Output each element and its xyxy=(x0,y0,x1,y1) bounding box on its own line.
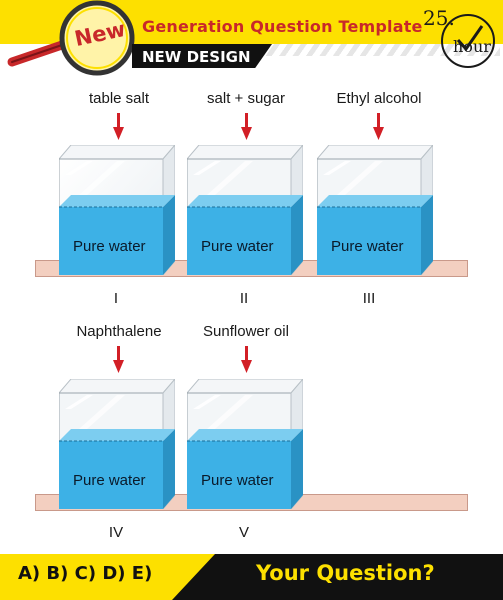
arrow-down-icon xyxy=(373,113,384,140)
tank-number: V xyxy=(238,524,250,541)
template-title: Generation Question Template xyxy=(142,17,423,36)
arrow-down-icon xyxy=(113,113,124,140)
timer-number: 25. xyxy=(423,6,455,30)
arrow-down-icon xyxy=(113,346,124,373)
water-tank xyxy=(187,145,303,275)
timer-unit: hour xyxy=(453,37,491,56)
substance-label: table salt xyxy=(88,90,150,107)
water-label: Pure water xyxy=(201,238,274,255)
tank-number: II xyxy=(239,290,249,307)
answer-options: A) B) C) D) E) xyxy=(18,563,153,584)
water-label: Pure water xyxy=(73,472,146,489)
water-label: Pure water xyxy=(73,238,146,255)
clock-icon xyxy=(441,14,495,68)
water-tank xyxy=(317,145,433,275)
water-tank xyxy=(187,379,303,509)
footer-options-panel xyxy=(0,554,215,600)
arrow-down-icon xyxy=(241,113,252,140)
subtitle-strip xyxy=(132,44,272,68)
question-prompt: Your Question? xyxy=(256,561,435,585)
substance-label: Ethyl alcohol xyxy=(336,90,422,107)
tank-number: III xyxy=(362,290,376,307)
water-tank xyxy=(59,379,175,509)
substance-label: Sunflower oil xyxy=(203,323,289,340)
decorative-stripes xyxy=(265,44,500,56)
substance-label: salt + sugar xyxy=(207,90,285,107)
tank-number: IV xyxy=(108,524,124,541)
magnifier-icon xyxy=(7,0,135,76)
tank-number: I xyxy=(113,290,119,307)
substance-label: Naphthalene xyxy=(76,323,162,340)
water-tank xyxy=(59,145,175,275)
arrow-down-icon xyxy=(241,346,252,373)
water-label: Pure water xyxy=(201,472,274,489)
subtitle: NEW DESIGN xyxy=(142,48,251,66)
water-label: Pure water xyxy=(331,238,404,255)
